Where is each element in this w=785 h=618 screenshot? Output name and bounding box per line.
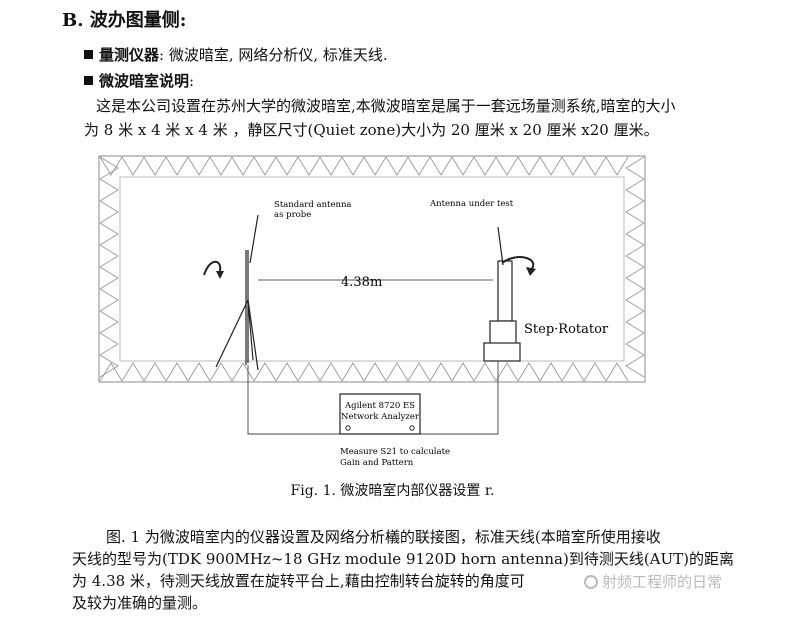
port-2-icon [409, 425, 415, 431]
chamber-diagram: Standard antenna as probe Antenna under … [98, 155, 646, 383]
bullet-text: : [189, 72, 195, 90]
intro-line: 这是本公司设置在苏州大学的微波暗室,本微波暗室是属于一套远场量测系统,暗室的大小 [96, 97, 676, 115]
chamber-inner-wall [119, 176, 625, 362]
aut-rotation-arrow-icon [501, 256, 534, 272]
measure-label-1: Measure S21 to calculate [340, 447, 450, 457]
bullet-instruments: 量测仪器: 微波暗室, 网络分析仪, 标准天线. [84, 44, 388, 65]
bullet-label: 量测仪器 [99, 46, 160, 64]
section-title: B. 波办图量侧: [62, 10, 187, 31]
wechat-icon [584, 574, 598, 589]
bullet-square-icon [84, 76, 93, 85]
description-paragraph: 图. 1 为微波暗室内的仪器设置及网络分析檥的联接图，标准天线(本暗室所使用接收… [72, 526, 772, 614]
watermark-text: 射频工程师的日常 [602, 573, 723, 591]
rotator-label: Step·Rotator [524, 322, 609, 337]
network-analyzer-box [339, 393, 421, 435]
aut-stand [483, 226, 521, 362]
standard-antenna-label-2: as probe [274, 210, 311, 220]
analyzer-label-1: Agilent 8720 ES [344, 401, 415, 411]
aut-label: Antenna under test [429, 199, 514, 209]
watermark: 射频工程师的日常 [584, 571, 722, 592]
bullet-label: 微波暗室说明 [99, 72, 190, 90]
description-line: 及较为准确的量测。 [72, 594, 208, 612]
measure-label-2: Gain and Pattern [340, 458, 414, 468]
description-line: 图. 1 为微波暗室内的仪器设置及网络分析檥的联接图，标准天线(本暗室所使用接收 [106, 528, 661, 546]
description-line: 天线的型号为(TDK 900MHz~18 GHz module 9120D ho… [72, 550, 735, 568]
bullet-chamber: 微波暗室说明: [84, 70, 194, 91]
rotation-arrow-head-icon [216, 271, 224, 279]
standard-antenna-label-1: Standard antenna [274, 200, 352, 210]
analyzer-label-2: Network Analyzer [341, 412, 420, 422]
bullet-text: : 微波暗室, 网络分析仪, 标准天线. [159, 46, 388, 64]
intro-paragraph: 这是本公司设置在苏州大学的微波暗室,本微波暗室是属于一套远场量测系统,暗室的大小… [84, 94, 774, 142]
absorber-pattern [99, 156, 645, 382]
rotation-arrow-icon [203, 260, 222, 276]
analyzer-diagram: Agilent 8720 ES Network Analyzer Measure… [247, 380, 499, 468]
description-line: 为 4.38 米，待测天线放置在旋转平台上,藉由控制转台旋转的角度可 [72, 572, 525, 590]
standard-antenna-stand [215, 214, 259, 371]
distance-label: 4.38m [341, 275, 382, 290]
bullet-square-icon [84, 50, 93, 59]
intro-line: 为 8 米 x 4 米 x 4 米 ，静区尺寸(Quiet zone)大小为 2… [84, 121, 659, 139]
port-1-icon [345, 425, 351, 431]
aut-rotation-head-icon [526, 267, 536, 276]
figure-caption: Fig. 1. 微波暗室内部仪器设置 r. [290, 483, 495, 499]
